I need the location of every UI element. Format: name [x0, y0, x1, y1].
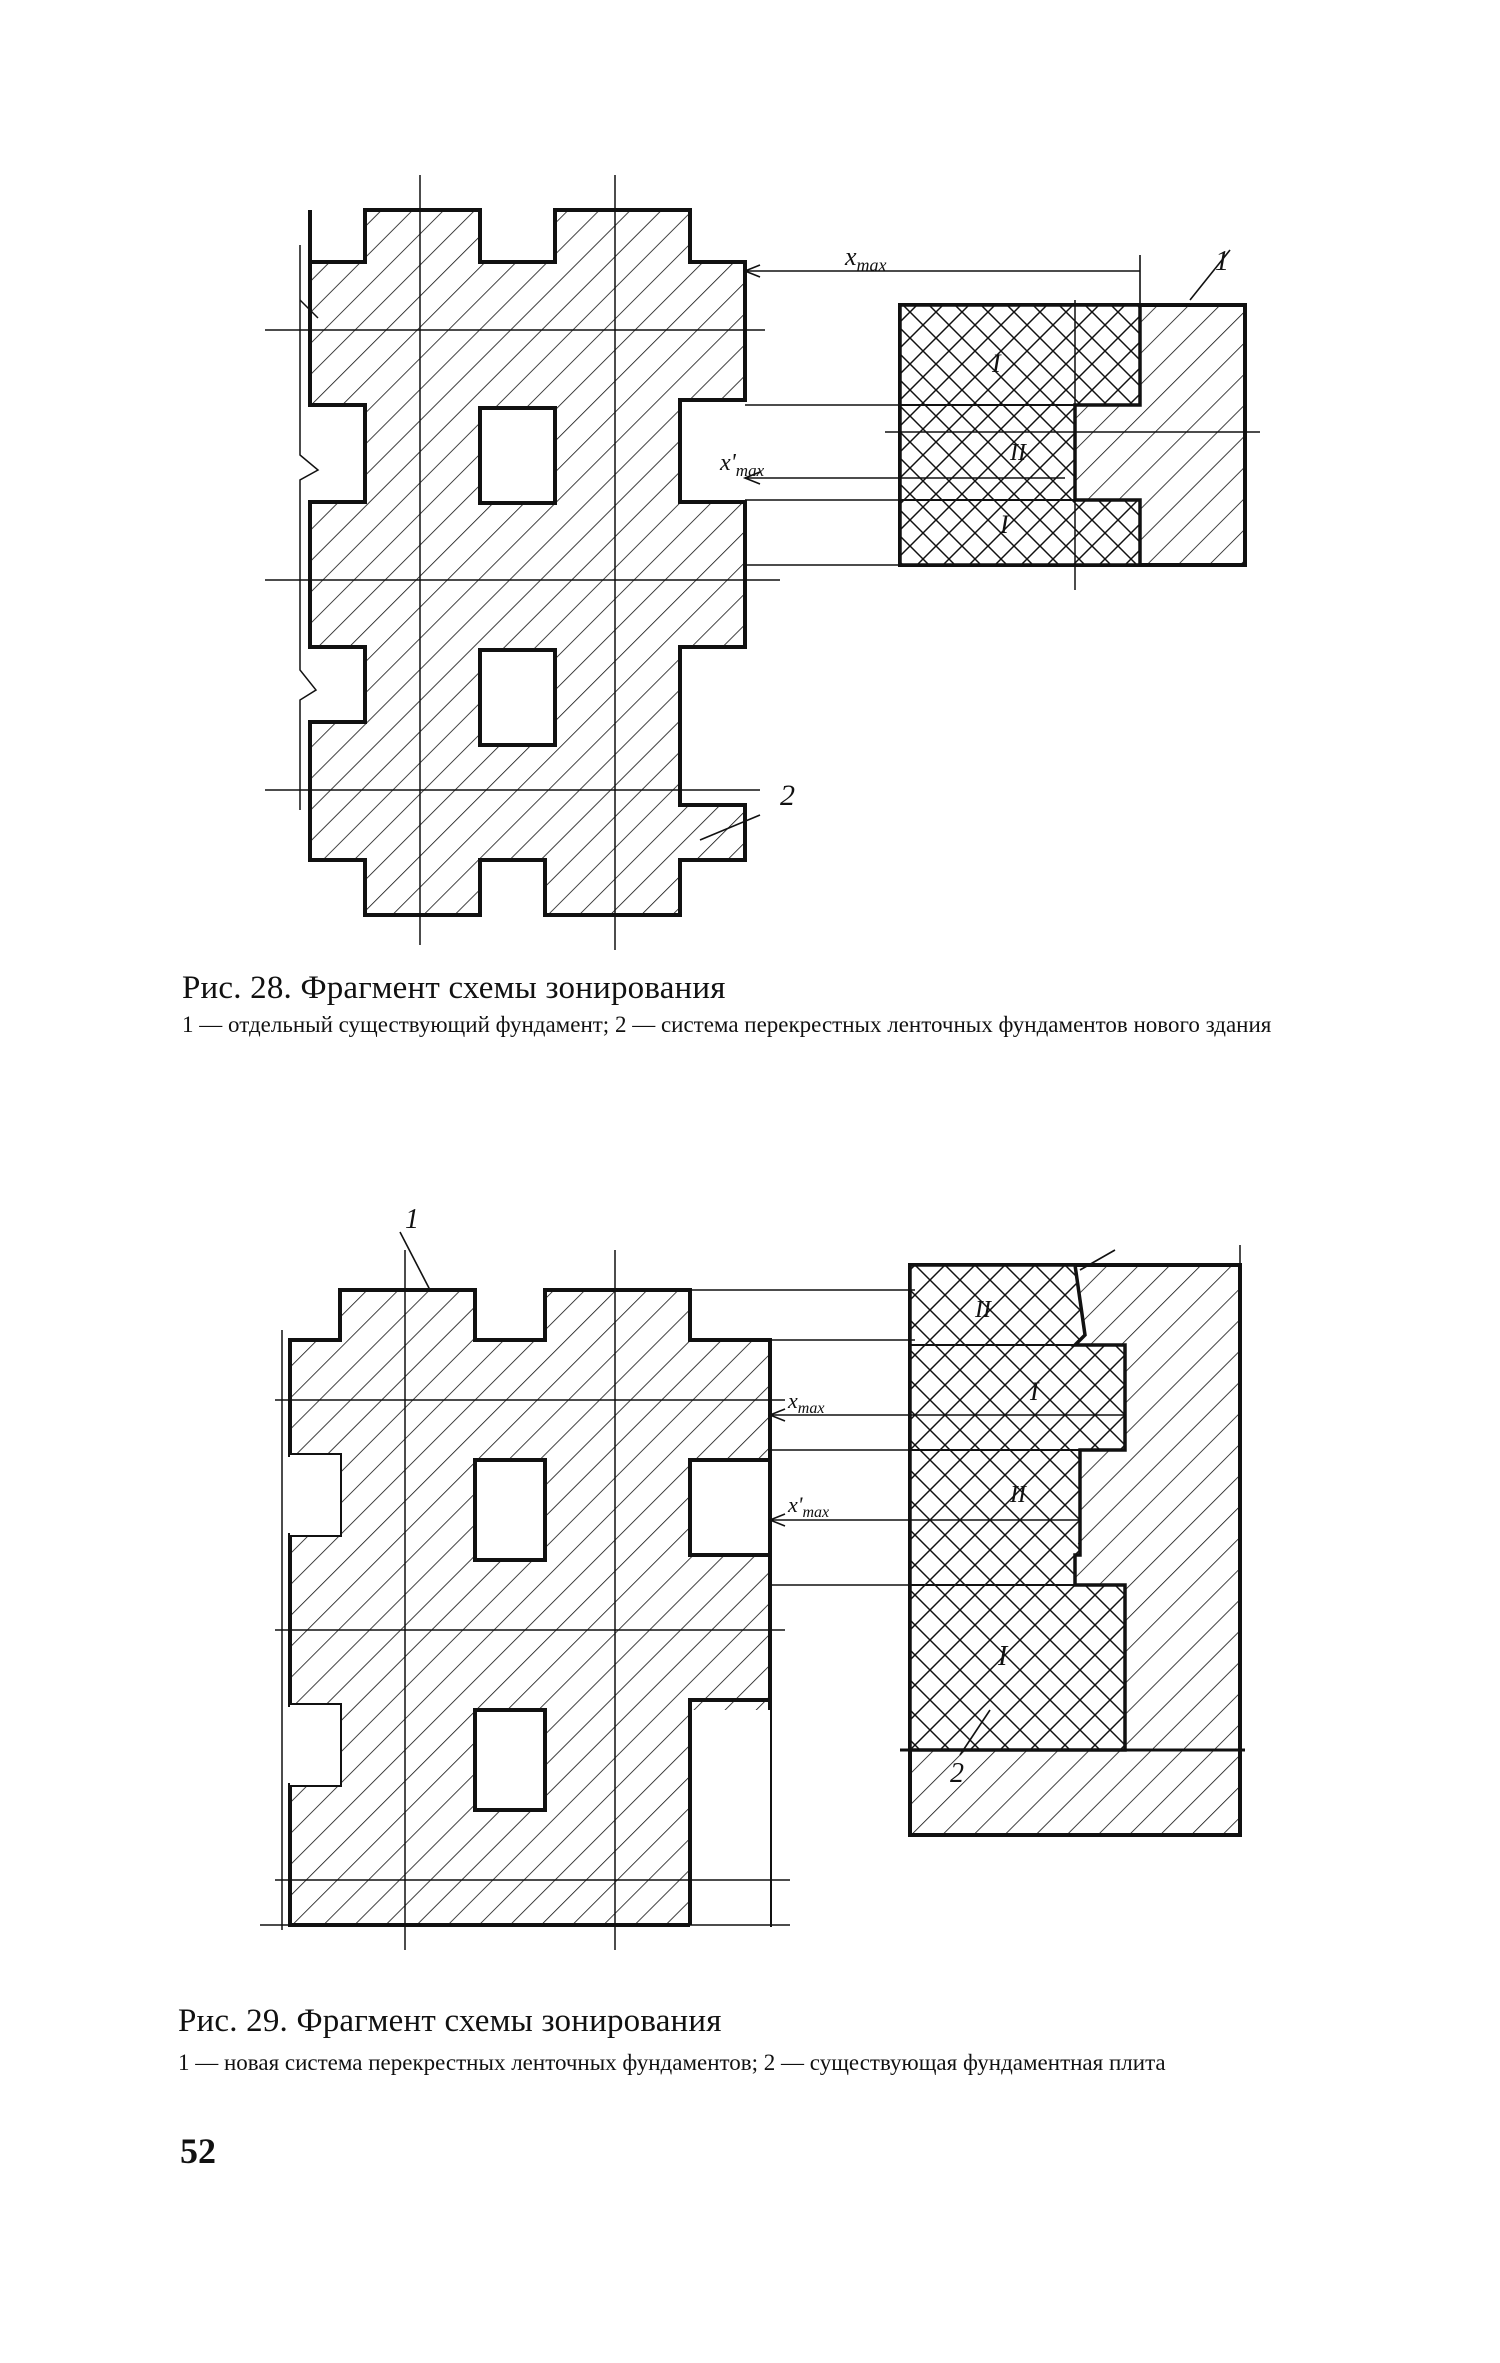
figure-28-caption-text: 1 — отдельный существующий фундамент; 2 …: [182, 1012, 1272, 1037]
dimension-lines: [399, 1231, 1125, 1756]
figure-28-caption-title: Рис. 28. Фрагмент схемы зонирования: [182, 970, 726, 1006]
opening-upper: [478, 406, 557, 505]
figure-28: xmax x'max 1 2 I II I: [0, 0, 1500, 960]
figure-29-drawing: xmax x'max 1 2 II I II I: [260, 1204, 1245, 1950]
callout-1: 1: [405, 1204, 419, 1235]
zone-I-top: I: [1029, 1377, 1040, 1406]
xmax-prime-label: x'max: [787, 1492, 829, 1521]
figure-29-caption-text: 1 — новая система перекрестных ленточных…: [178, 2050, 1166, 2075]
opening-lower: [478, 648, 557, 747]
figure-28-drawing: xmax x'max 1 2 I II I: [265, 175, 1260, 950]
figure-29-caption-title: Рис. 29. Фрагмент схемы зонирования: [178, 2003, 722, 2039]
existing-foundation-plate: [900, 1245, 1245, 1837]
new-strip-foundations: [288, 1288, 772, 1940]
existing-foundation: [885, 300, 1260, 590]
xmax-prime-label: x'max: [719, 450, 765, 480]
new-strip-foundations: [308, 208, 747, 917]
opening-lower: [473, 1708, 547, 1812]
axis-lines: [265, 175, 780, 950]
xmax-label: xmax: [844, 242, 887, 275]
zone-I-bottom: I: [999, 510, 1010, 539]
callout-2: 2: [950, 1758, 964, 1789]
xmax-label: xmax: [787, 1388, 824, 1417]
zone-I-bottom: I: [997, 1641, 1009, 1672]
opening-upper: [473, 1458, 547, 1562]
dimension-lines: [699, 249, 1231, 841]
figure-29: xmax x'max 1 2 II I II I: [0, 1190, 1500, 1970]
zone-II-top: II: [974, 1297, 992, 1323]
zone-I-top: I: [991, 349, 1002, 378]
callout-1: 1: [1215, 246, 1229, 277]
zone-II-mid: II: [1009, 1482, 1027, 1508]
zone-II: II: [1009, 440, 1027, 466]
callout-2: 2: [780, 779, 795, 812]
page-number: 52: [180, 2131, 216, 2171]
axis-lines: [260, 1250, 790, 1950]
